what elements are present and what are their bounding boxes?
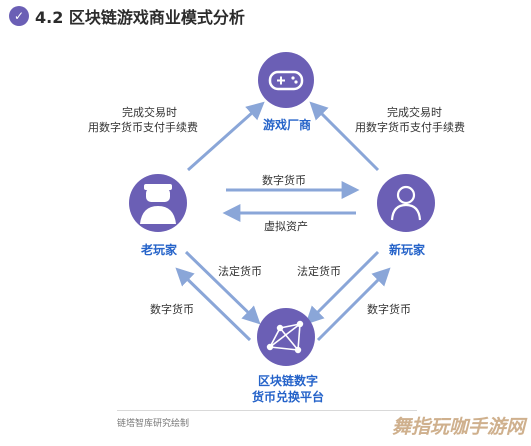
edge-label-new-to-dev-1: 完成交易时 <box>387 106 442 119</box>
node-label-new-player: 新玩家 <box>388 243 425 257</box>
node-exchange <box>257 308 315 366</box>
arrow-exchange-to-new <box>316 267 391 342</box>
arrow-new-to-exchange <box>305 250 380 325</box>
section-badge-icon: ✓ <box>9 6 29 26</box>
node-old-player <box>129 174 187 232</box>
arrow-old-to-developer <box>187 101 265 172</box>
source-note: 链塔智库研究绘制 <box>117 419 190 429</box>
node-label-old-player: 老玩家 <box>140 243 177 257</box>
edge-label-new-to-exchange: 法定货币 <box>297 265 341 278</box>
edge-label-new-to-dev-2: 用数字货币支付手续费 <box>355 121 465 134</box>
arrow-old-to-exchange <box>184 250 261 325</box>
user-silhouette-icon <box>140 184 176 224</box>
node-label-developer: 游戏厂商 <box>262 118 311 132</box>
edge-label-new-to-old: 虚拟资产 <box>264 220 308 233</box>
page-title: 4.2 区块链游戏商业模式分析 <box>35 8 245 27</box>
gamepad-icon <box>268 70 304 91</box>
edge-label-old-to-exchange: 法定货币 <box>218 265 262 278</box>
node-label-exchange-line2: 货币兑换平台 <box>251 390 324 404</box>
network-icon <box>266 320 304 354</box>
arrow-exchange-to-old <box>175 267 252 342</box>
edge-label-exchange-to-new: 数字货币 <box>367 303 411 316</box>
edge-label-old-to-dev-1: 完成交易时 <box>122 106 177 119</box>
edge-label-old-to-new: 数字货币 <box>262 174 306 187</box>
edge-label-old-to-dev-2: 用数字货币支付手续费 <box>88 121 198 134</box>
node-new-player <box>377 174 435 232</box>
watermark: 舞指玩咖手游网 <box>391 416 525 438</box>
edge-label-exchange-to-old: 数字货币 <box>150 303 194 316</box>
header: ✓ 4.2 区块链游戏商业模式分析 <box>0 0 531 34</box>
user-outline-icon <box>390 185 422 221</box>
arrow-new-to-developer <box>309 101 380 172</box>
node-label-exchange-line1: 区块链数字 <box>257 374 318 388</box>
footer-divider <box>117 410 417 411</box>
node-developer <box>258 52 314 108</box>
